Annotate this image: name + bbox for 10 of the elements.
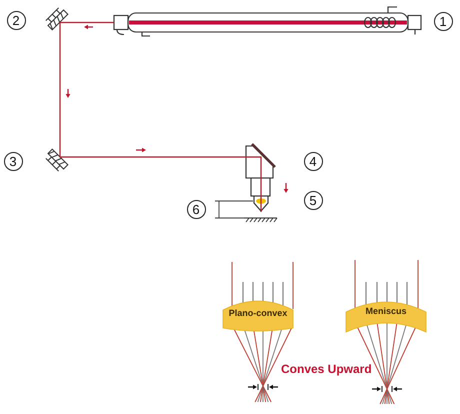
callout-number: 2 <box>6 10 26 30</box>
callout-number: 6 <box>186 200 206 218</box>
callout-number: 5 <box>304 190 322 210</box>
lens <box>222 298 294 332</box>
lens-label: Plano-convex <box>228 308 288 318</box>
annotation-text: Conves Upward <box>281 362 372 376</box>
callout-number: 3 <box>4 152 22 170</box>
callout-number: 4 <box>304 152 322 170</box>
lens-label: Meniscus <box>366 306 406 316</box>
callout-number: 1 <box>434 12 452 30</box>
